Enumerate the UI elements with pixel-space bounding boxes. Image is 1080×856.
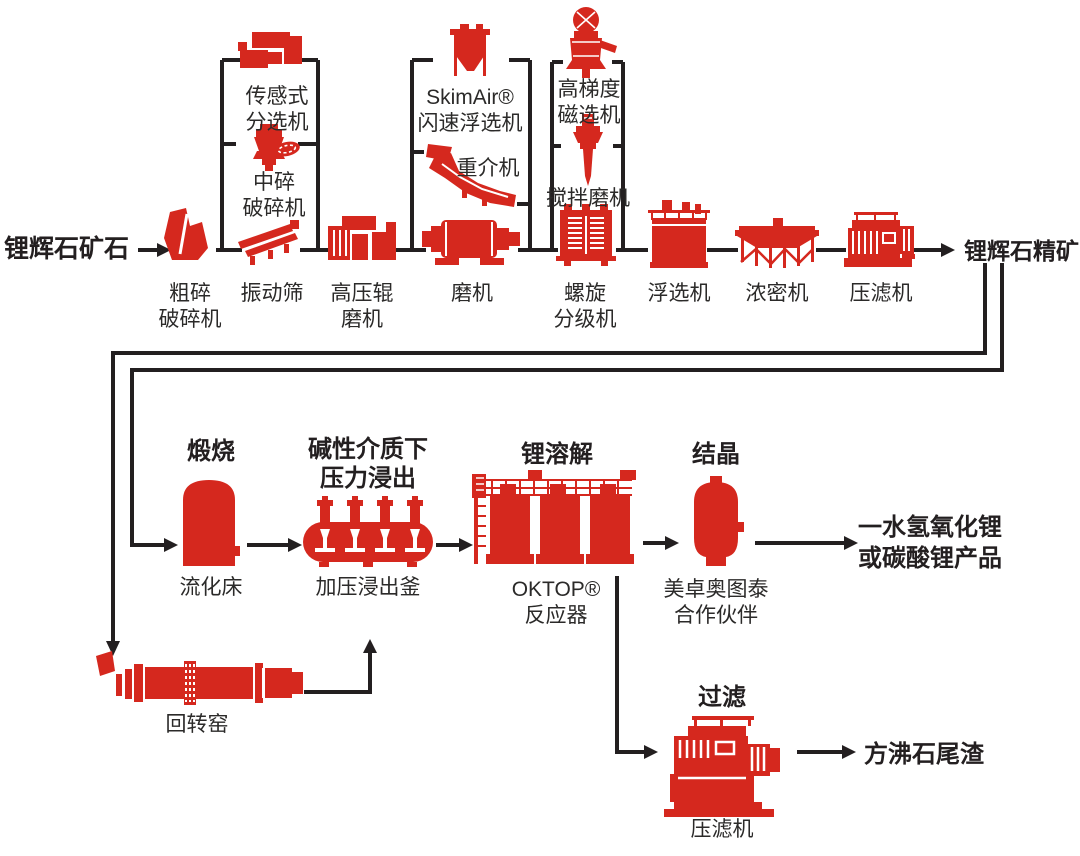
filter-press-2-icon [664, 716, 782, 818]
rotary-kiln-icon [92, 648, 304, 708]
autoclave-label: 加压浸出釜 [315, 576, 421, 599]
magnetic-separator-icon [560, 6, 618, 80]
sensor-sorter-label: 传感式 分选机 [245, 85, 309, 134]
filter-press-2-label: 压滤机 [690, 818, 754, 841]
jaw-crusher-label: 粗碎 破碎机 [158, 282, 222, 331]
skimair-label: SkimAir® 闪速浮选机 [417, 86, 523, 135]
mill-label: 磨机 [451, 282, 493, 305]
spiral-classifier-icon [554, 204, 618, 266]
vibrating-screen-icon [238, 220, 302, 268]
jaw-crusher-icon [160, 208, 216, 264]
stirred-mill-icon [570, 114, 606, 188]
crystallizer-partner-label: 美卓奥图泰 合作伙伴 [663, 578, 769, 627]
hpgr-icon [328, 216, 396, 264]
feed-label: 锂辉石矿石 [4, 235, 130, 263]
cone-crusher-icon [246, 124, 304, 172]
fluidized-bed-icon [182, 476, 240, 570]
header-crystallization: 结晶 [692, 441, 740, 468]
cone-crusher-label: 中碎 破碎机 [242, 171, 306, 220]
flotation-label: 浮选机 [647, 282, 711, 305]
fluidized-bed-label: 流化床 [179, 576, 243, 599]
autoclave-icon [303, 496, 433, 568]
ball-mill-icon [422, 214, 520, 266]
thickener-icon [735, 218, 819, 272]
header-filtration: 过滤 [698, 684, 746, 711]
thickener-label: 浓密机 [745, 282, 809, 305]
flash-flotation-icon [446, 24, 494, 86]
flotation-cell-icon [648, 200, 710, 270]
spiral-classifier-label: 螺旋 分级机 [553, 282, 617, 331]
oktop-reactor-icon [472, 466, 638, 570]
filter-press-icon [844, 212, 916, 270]
rotary-kiln-label: 回转窑 [165, 713, 229, 736]
dense-medium-label: 重介机 [456, 157, 520, 180]
vibrating-screen-label: 振动筛 [240, 282, 304, 305]
dense-medium-chute-icon [424, 144, 518, 220]
crystallizer-icon [686, 476, 746, 570]
header-calcination: 煅烧 [187, 438, 235, 465]
magnetic-separator-label: 高梯度 磁选机 [557, 78, 621, 127]
residue-label: 方沸石尾渣 [864, 741, 984, 768]
concentrate-label: 锂辉石精矿 [964, 238, 1079, 264]
header-li-dissolution: 锂溶解 [521, 441, 593, 468]
product-label: 一水氢氧化锂 或碳酸锂产品 [858, 514, 1002, 572]
filter-press-label: 压滤机 [849, 282, 913, 305]
oktop-label: OKTOP® 反应器 [511, 578, 601, 627]
sensor-sorter-icon [238, 30, 304, 78]
header-pressure-leach: 碱性介质下 压力浸出 [308, 436, 428, 492]
stirred-mill-label: 搅拌磨机 [546, 187, 630, 210]
hpgr-label: 高压辊 磨机 [330, 282, 394, 331]
